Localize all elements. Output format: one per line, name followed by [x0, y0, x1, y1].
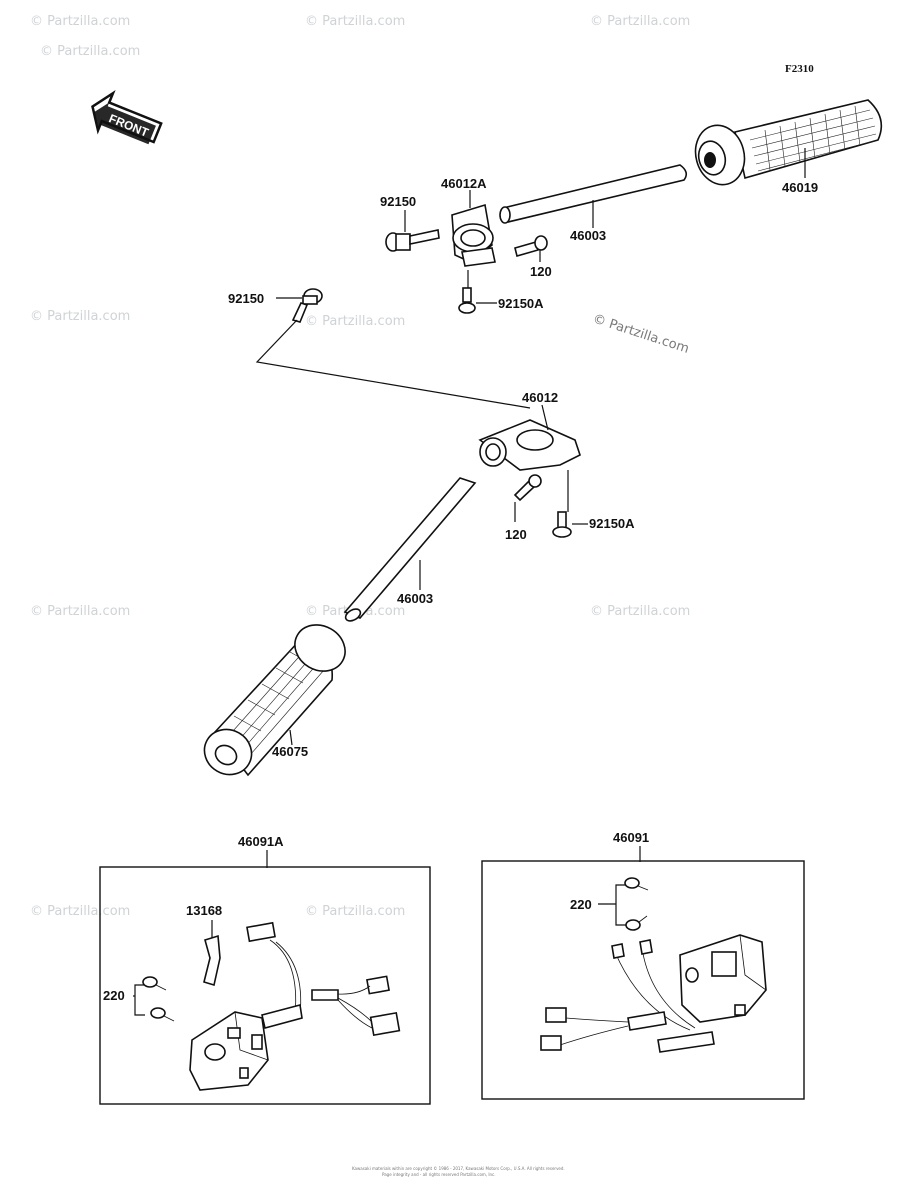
box-left-title: 46091A — [238, 834, 284, 849]
right-grip — [694, 99, 883, 186]
part-label-220-left: 220 — [103, 988, 125, 1003]
screw-icon — [624, 877, 649, 931]
watermark: © Partzilla.com — [305, 14, 405, 29]
part-label-46075: 46075 — [272, 744, 308, 759]
part-label-46012A: 46012A — [441, 176, 487, 191]
switch-box-left: 46091A 13168 220 — [99, 834, 431, 1105]
bolt-92150A-mid — [552, 511, 572, 538]
top-tube — [499, 164, 688, 224]
part-label-92150-top: 92150 — [380, 194, 416, 209]
part-label-220-right: 220 — [570, 897, 592, 912]
part-label-92150A-mid: 92150A — [589, 516, 635, 531]
watermark-dark: © Partzilla.com — [591, 312, 691, 357]
watermark: © Partzilla.com — [40, 44, 140, 59]
box-right-title: 46091 — [613, 830, 649, 845]
footer-rights: Page integrity and - all rights reserved… — [382, 1172, 496, 1177]
part-label-92150-left: 92150 — [228, 291, 264, 306]
watermark: © Partzilla.com — [30, 604, 130, 619]
bolt-92150A-top — [458, 287, 476, 314]
part-label-46019: 46019 — [782, 180, 818, 195]
watermark: © Partzilla.com — [590, 14, 690, 29]
part-label-120-top: 120 — [530, 264, 552, 279]
watermark: © Partzilla.com — [30, 904, 130, 919]
part-label-46003-top: 46003 — [570, 228, 606, 243]
watermarks: © Partzilla.com © Partzilla.com © Partzi… — [30, 14, 691, 919]
bolt-92150-top — [385, 229, 440, 252]
screw-icon — [142, 976, 175, 1022]
part-label-46012: 46012 — [522, 390, 558, 405]
top-clamp — [451, 203, 496, 267]
watermark: © Partzilla.com — [30, 309, 130, 324]
bolt-92150-left — [291, 288, 323, 323]
front-arrow-icon: FRONT — [91, 90, 163, 145]
left-grip — [203, 624, 346, 777]
watermark: © Partzilla.com — [305, 314, 405, 329]
figure-code: F2310 — [785, 63, 814, 75]
middle-clamp — [478, 419, 581, 471]
middle-tube — [343, 477, 477, 622]
part-label-120-mid: 120 — [505, 527, 527, 542]
part-label-13168: 13168 — [186, 903, 222, 918]
footer-copyright: Kawasaki materials within are copyright … — [352, 1166, 565, 1171]
watermark: © Partzilla.com — [590, 604, 690, 619]
watermark: © Partzilla.com — [30, 14, 130, 29]
part-label-46003-mid: 46003 — [397, 591, 433, 606]
bolt-120-mid — [513, 474, 542, 502]
switch-box-right: 46091 220 — [481, 830, 805, 1100]
part-label-92150A-top: 92150A — [498, 296, 544, 311]
watermark: © Partzilla.com — [305, 904, 405, 919]
bolt-120-top — [514, 235, 548, 257]
